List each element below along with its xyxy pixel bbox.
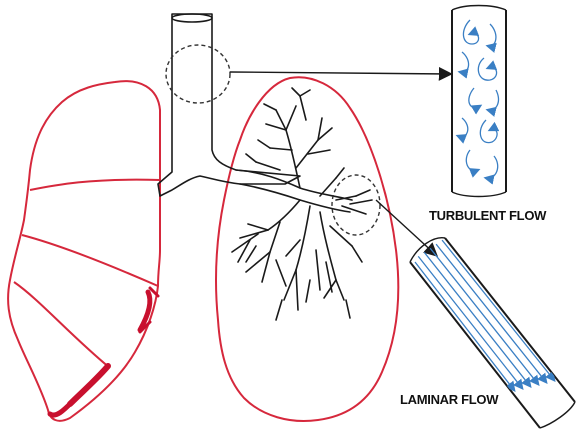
bronchial-branches (232, 88, 372, 320)
trachea (158, 14, 300, 196)
right-lung-outline (216, 77, 398, 421)
left-lung-fissure-middle (22, 235, 158, 286)
laminar-parallel-arrows (415, 240, 554, 390)
bronchiole-callout-circle (332, 175, 380, 235)
airway-tree (158, 14, 372, 320)
left-lung-fissure-lower (14, 282, 110, 368)
left-lung-fissure-upper (30, 180, 160, 190)
laminar-flow-label: LAMINAR FLOW (400, 392, 499, 407)
trachea-callout-circle (166, 45, 230, 103)
turbulent-callout-arrow (230, 72, 450, 74)
left-lung (8, 81, 160, 421)
turbulent-flow-tube (452, 6, 506, 197)
left-lung-base-shading (50, 288, 158, 415)
turbulent-swirl-arrows (458, 20, 498, 178)
laminar-callout-arrow (376, 200, 436, 255)
left-lung-outline (8, 81, 160, 421)
turbulent-flow-label: TURBULENT FLOW (429, 208, 547, 223)
